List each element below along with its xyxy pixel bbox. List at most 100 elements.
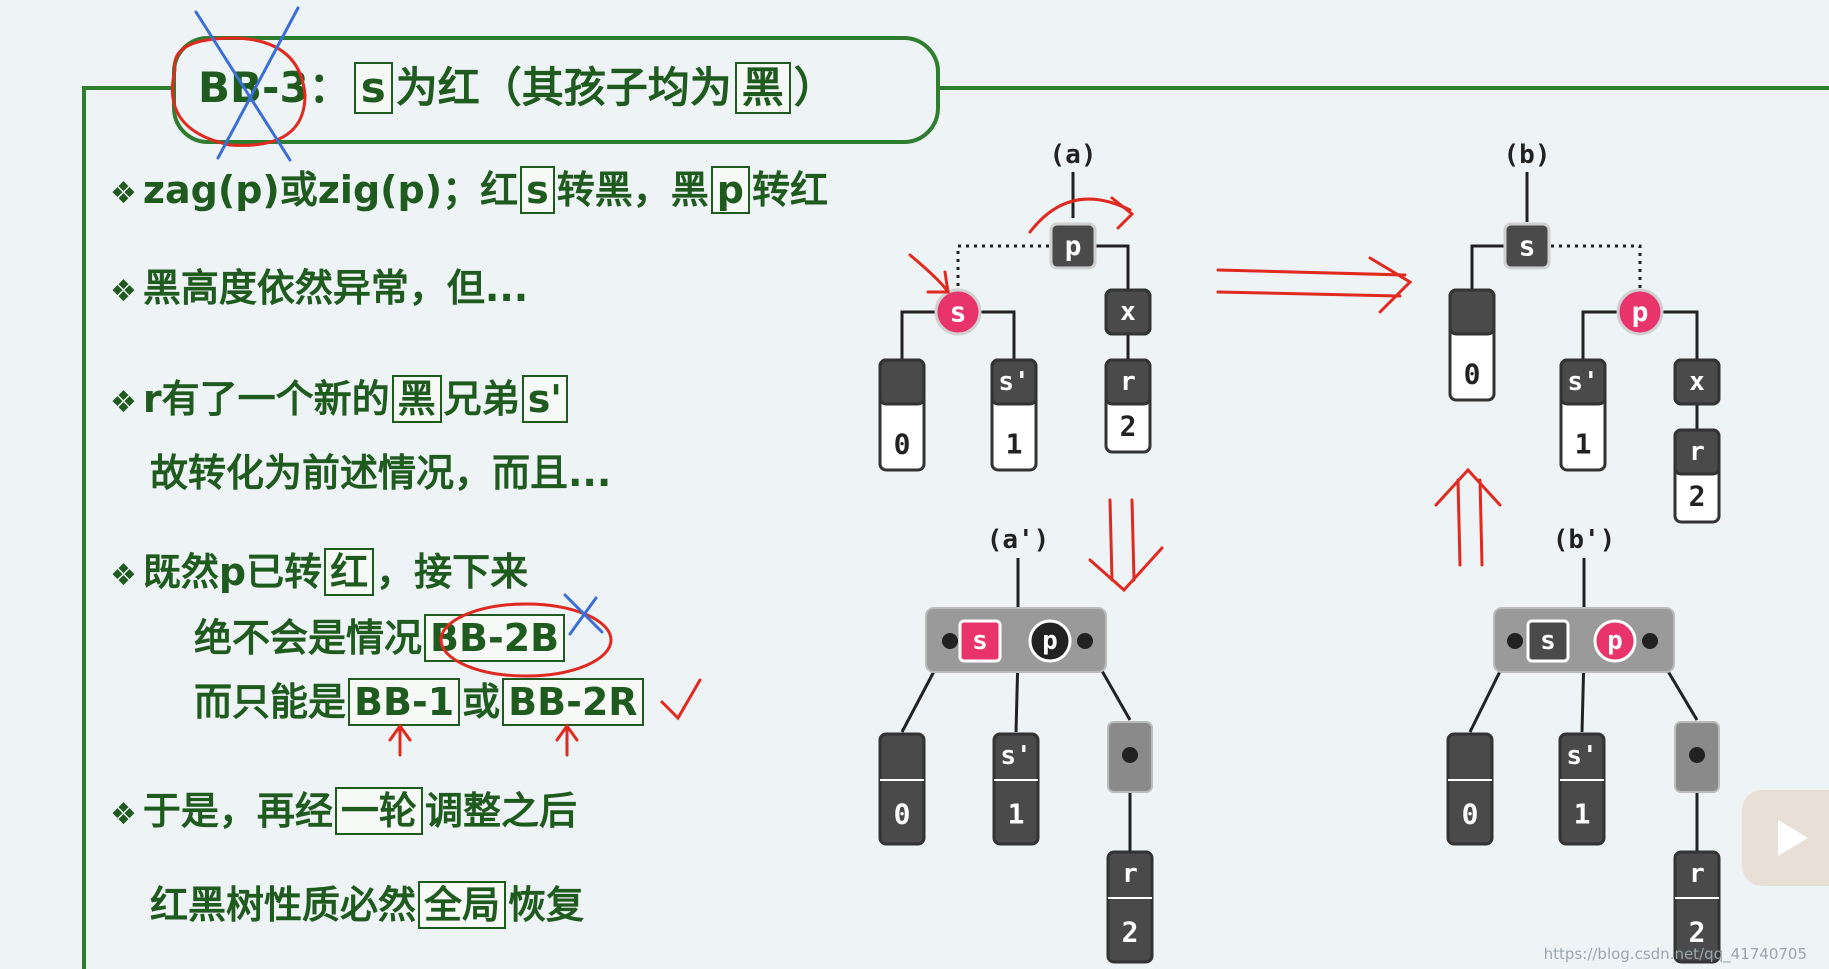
text: 红黑树性质必然 <box>150 883 417 927</box>
node-r-head <box>1673 428 1721 476</box>
watermark: https://blog.csdn.net/qq_41740705 <box>1543 945 1807 963</box>
node-s-prime-head-label: s' <box>1566 741 1597 771</box>
node-s-prime-head <box>1559 358 1607 406</box>
node-s <box>1503 222 1551 270</box>
node-zero-number: 0 <box>1462 798 1479 831</box>
text: 既然p已转 <box>142 550 323 594</box>
text: 黑高度依然异常，但... <box>142 266 529 310</box>
node-zero-head <box>1448 288 1496 336</box>
bullet-line-5: ❖于是，再经一轮调整之后 <box>110 785 577 841</box>
node-s <box>934 288 982 336</box>
node-zero-number: 0 <box>1464 358 1481 391</box>
node-x-port <box>1689 747 1705 763</box>
text: 于是，再经 <box>142 789 333 833</box>
text: ，接下来 <box>376 550 529 594</box>
title-s-box: s <box>353 62 393 114</box>
node-s-prime-number: 1 <box>1006 428 1023 461</box>
node-r-head-label: r <box>1689 859 1705 889</box>
node-x-head <box>1673 358 1721 406</box>
bullet-icon: ❖ <box>110 274 137 309</box>
node-zero <box>1446 732 1494 846</box>
dotted-edge <box>1527 244 1642 290</box>
title-mid: 为红（其孩子均为 <box>395 63 732 112</box>
node-x-head <box>1104 288 1152 336</box>
label-b: (b) <box>1504 140 1551 170</box>
bullet-line-5b: 红黑树性质必然全局恢复 <box>150 879 584 931</box>
super-node-left-port <box>942 633 958 649</box>
text: 故转化为前述情况，而且... <box>150 451 612 495</box>
node-p-label: p <box>1607 626 1623 656</box>
text: 转黑，黑 <box>556 168 709 212</box>
node-p-label: p <box>1042 626 1058 656</box>
node-s-prime-head-label: s' <box>1000 741 1031 771</box>
title-end: ） <box>793 63 836 112</box>
bullet-icon: ❖ <box>110 176 137 211</box>
bullet-icon: ❖ <box>110 797 137 832</box>
text: 调整之后 <box>424 789 577 833</box>
text: r有了一个新的 <box>142 377 390 421</box>
title-black-box: 黑 <box>734 62 791 114</box>
node-r-head-label: r <box>1122 859 1138 889</box>
node-s-prime-head-label: s' <box>1567 367 1598 397</box>
node-s-label: s <box>1540 626 1556 656</box>
node-s-prime-number: 1 <box>1574 798 1591 831</box>
node-x-head-label: x <box>1689 367 1705 397</box>
node-zero-number: 0 <box>894 798 911 831</box>
node-s-prime-number: 1 <box>1008 798 1025 831</box>
node-x-port <box>1122 747 1138 763</box>
node-r-head-label: r <box>1120 367 1136 397</box>
title-colon: ： <box>308 63 351 112</box>
node-p <box>1616 288 1664 336</box>
node-x-head-label: x <box>1120 297 1136 327</box>
node-r <box>1106 850 1154 964</box>
text: 转红 <box>751 168 828 212</box>
node-r-head-label: r <box>1689 437 1705 467</box>
node-p-label: p <box>1065 230 1082 263</box>
node-s-label: s <box>950 296 967 329</box>
node-s <box>958 619 1002 663</box>
node-s-label: s <box>1519 230 1536 263</box>
boxed-text: s' <box>521 375 568 423</box>
node-zero <box>878 732 926 846</box>
node-r-number: 2 <box>1120 410 1137 443</box>
text: 恢复 <box>508 883 585 927</box>
boxed-text: BB-2R <box>502 678 644 726</box>
frame-top-line <box>82 86 1829 90</box>
bullet-icon: ❖ <box>110 558 137 593</box>
boxed-text: s <box>520 166 555 214</box>
node-p-label: p <box>1632 296 1649 329</box>
node-s-prime <box>992 732 1040 846</box>
boxed-text: 一轮 <box>334 787 423 835</box>
node-r-number: 2 <box>1689 480 1706 513</box>
node-r <box>1673 850 1721 964</box>
bullet-line-4: ❖既然p已转红，接下来 <box>110 546 528 602</box>
text: 兄弟 <box>443 377 520 421</box>
super-node-left-port <box>1507 633 1523 649</box>
node-zero-head <box>878 358 926 406</box>
node-zero-number: 0 <box>894 428 911 461</box>
label-b-prime: (b') <box>1553 525 1616 555</box>
node-p <box>1028 619 1072 663</box>
text: 绝不会是情况 <box>194 616 423 660</box>
dotted-edge <box>956 244 1073 300</box>
node-s-prime-head <box>990 358 1038 406</box>
text: 而只能是 <box>194 680 347 724</box>
node-s-label: s <box>972 626 988 656</box>
text: 或 <box>462 680 501 724</box>
diagram-labels: (a)(b)(a')(b') <box>987 140 1616 555</box>
frame-left-line <box>82 86 86 969</box>
play-icon <box>1778 820 1808 856</box>
boxed-text: 黑 <box>391 375 442 423</box>
boxed-text: 全局 <box>418 881 507 929</box>
node-p <box>1593 619 1637 663</box>
text: zag(p)或zig(p)；红 <box>142 168 519 212</box>
label-a-prime: (a') <box>987 525 1050 555</box>
boxed-text: 红 <box>324 548 375 596</box>
super-node-right-port <box>1077 633 1093 649</box>
bullet-icon: ❖ <box>110 385 137 420</box>
node-s <box>1526 619 1570 663</box>
